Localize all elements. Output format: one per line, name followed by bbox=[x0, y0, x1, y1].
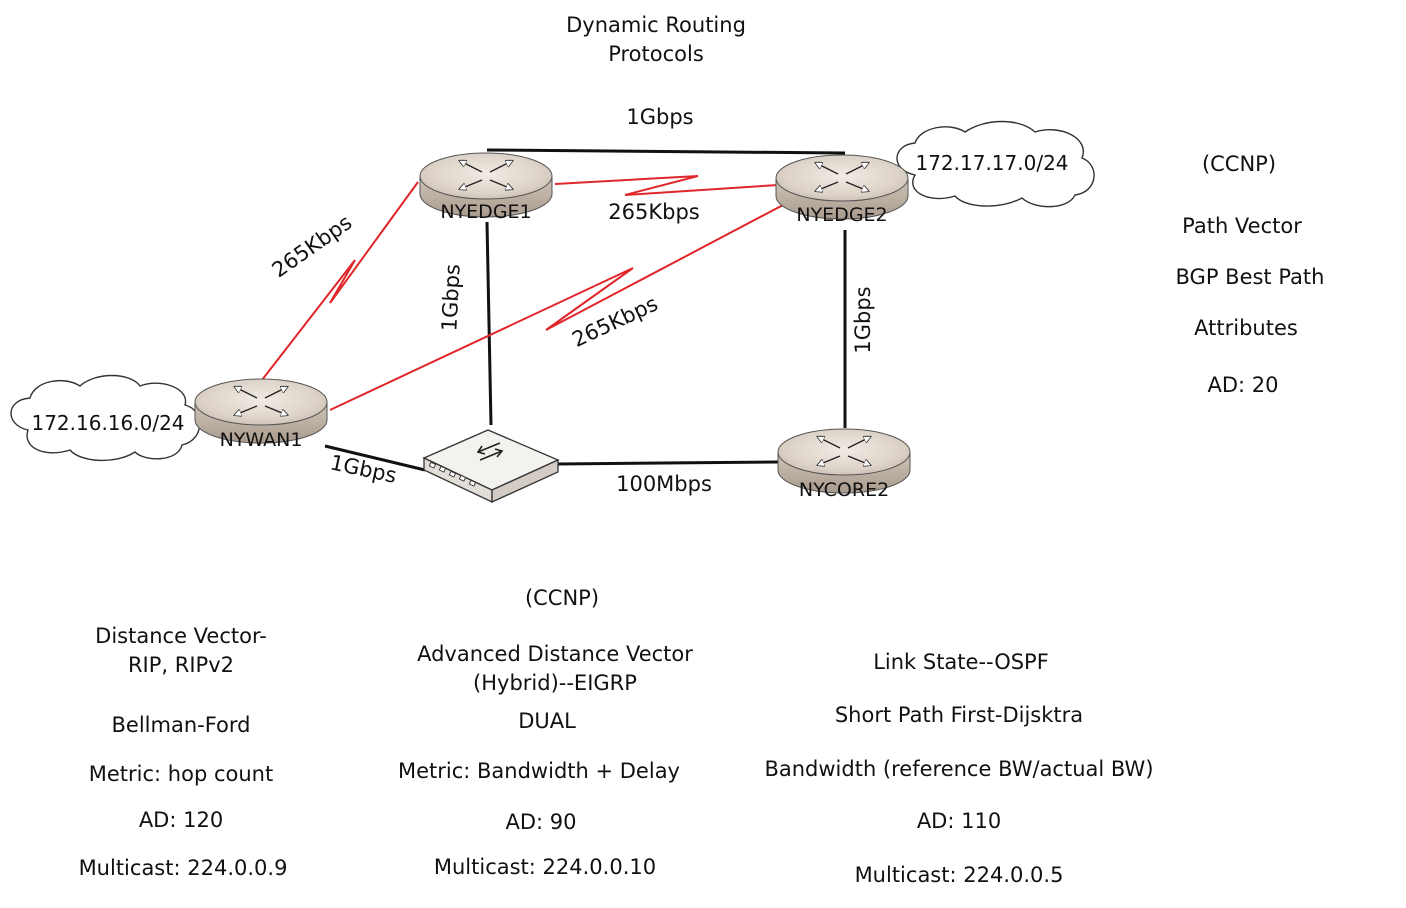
eigrp-type-line1: Advanced Distance Vector bbox=[417, 642, 693, 666]
ospf-notes: Link State--OSPF Short Path First-Dijskt… bbox=[764, 650, 1153, 887]
link-nyedge1-nyedge2 bbox=[486, 148, 846, 155]
link-nyedge1-switch bbox=[485, 221, 493, 426]
eigrp-ad: AD: 90 bbox=[505, 810, 576, 834]
cloud-network-left: 172.16.16.0/24 bbox=[10, 374, 201, 462]
bgp-algo-line1: BGP Best Path bbox=[1176, 265, 1325, 289]
rip-multicast: Multicast: 224.0.0.9 bbox=[79, 856, 288, 880]
serial-link-nywan1-nyedge2 bbox=[329, 204, 784, 411]
rip-type-line2: RIP, RIPv2 bbox=[128, 653, 234, 677]
eigrp-tag: (CCNP) bbox=[525, 586, 599, 610]
link-label-wan1-switch: 1Gbps bbox=[328, 450, 399, 487]
network-label-right: 172.17.17.0/24 bbox=[915, 151, 1068, 175]
bgp-ad: AD: 20 bbox=[1207, 373, 1278, 397]
device-label-nyedge1: NYEDGE1 bbox=[440, 201, 531, 223]
device-label-nycore2: NYCORE2 bbox=[799, 479, 889, 501]
link-label-edge1-switch: 1Gbps bbox=[437, 263, 464, 331]
router-nycore2[interactable]: NYCORE2 bbox=[777, 428, 911, 501]
switch-arrows-icon bbox=[476, 442, 504, 461]
router-arrows-icon bbox=[816, 163, 868, 191]
serial-link-nywan1-nyedge1 bbox=[261, 181, 419, 381]
link-label-edge1-edge2-top: 1Gbps bbox=[626, 105, 693, 129]
device-label-nywan1: NYWAN1 bbox=[220, 429, 303, 451]
bgp-notes: (CCNP) Path Vector BGP Best Path Attribu… bbox=[1176, 152, 1325, 397]
eigrp-type-line2: (Hybrid)--EIGRP bbox=[473, 671, 637, 695]
rip-algorithm: Bellman-Ford bbox=[112, 713, 251, 737]
link-label-edge1-edge2-serial: 265Kbps bbox=[608, 200, 699, 224]
serial-link-nyedge1-nyedge2 bbox=[554, 175, 779, 196]
router-nyedge1[interactable]: NYEDGE1 bbox=[419, 152, 553, 223]
eigrp-algorithm: DUAL bbox=[518, 709, 576, 733]
router-nywan1[interactable]: NYWAN1 bbox=[194, 378, 328, 451]
ospf-type: Link State--OSPF bbox=[873, 650, 1049, 674]
bgp-algo-line2: Attributes bbox=[1194, 316, 1298, 340]
ospf-ad: AD: 110 bbox=[917, 809, 1001, 833]
eigrp-notes: (CCNP) Advanced Distance Vector (Hybrid)… bbox=[398, 586, 693, 879]
ospf-algorithm: Short Path First-Dijsktra bbox=[835, 703, 1083, 727]
link-label-switch-core2: 100Mbps bbox=[616, 472, 712, 496]
diagram-title-line1: Dynamic Routing bbox=[566, 13, 746, 37]
link-nywan1-switch bbox=[324, 444, 426, 472]
diagram-title-line2: Protocols bbox=[608, 42, 704, 66]
rip-notes: Distance Vector- RIP, RIPv2 Bellman-Ford… bbox=[79, 624, 288, 880]
bgp-type: Path Vector bbox=[1182, 214, 1302, 238]
link-label-wan1-edge1-serial: 265Kbps bbox=[268, 210, 357, 282]
eigrp-metric: Metric: Bandwidth + Delay bbox=[398, 759, 680, 783]
router-arrows-icon bbox=[818, 437, 870, 465]
router-arrows-icon bbox=[460, 161, 512, 189]
device-label-nyedge2: NYEDGE2 bbox=[796, 204, 887, 226]
rip-type-line1: Distance Vector- bbox=[95, 624, 267, 648]
network-label-left: 172.16.16.0/24 bbox=[31, 411, 184, 435]
switch-ports-icon bbox=[428, 461, 477, 487]
cloud-network-right: 172.17.17.0/24 bbox=[896, 120, 1095, 208]
link-label-wan1-edge2-serial: 265Kbps bbox=[569, 291, 662, 351]
bgp-tag: (CCNP) bbox=[1202, 152, 1276, 176]
link-label-edge2-core2: 1Gbps bbox=[851, 286, 875, 353]
rip-ad: AD: 120 bbox=[139, 808, 223, 832]
link-switch-nycore2 bbox=[557, 460, 779, 466]
router-arrows-icon bbox=[235, 387, 287, 415]
switch[interactable] bbox=[422, 429, 560, 504]
ospf-metric: Bandwidth (reference BW/actual BW) bbox=[764, 757, 1153, 781]
rip-metric: Metric: hop count bbox=[89, 762, 273, 786]
router-nyedge2[interactable]: NYEDGE2 bbox=[775, 154, 909, 226]
ospf-multicast: Multicast: 224.0.0.5 bbox=[855, 863, 1064, 887]
eigrp-multicast: Multicast: 224.0.0.10 bbox=[434, 855, 656, 879]
